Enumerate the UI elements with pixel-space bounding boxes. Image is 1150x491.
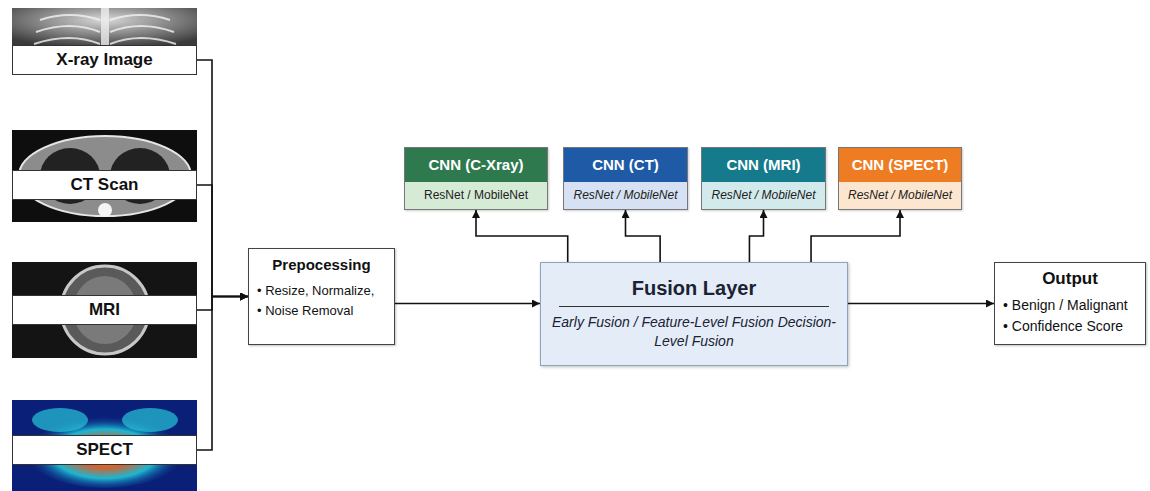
connector-arrow [811, 210, 900, 262]
modality-label: CT Scan [12, 170, 197, 200]
connector-arrow [848, 303, 994, 305]
ct-image [12, 130, 197, 222]
fusion-box: Fusion LayerEarly Fusion / Feature-Level… [540, 262, 848, 366]
xray-ground [12, 8, 197, 48]
spect-activity [122, 408, 178, 432]
connector-arrow [749, 210, 763, 262]
ct-ground [12, 130, 197, 222]
cnn-box: CNN (MRI)ResNet / MobileNet [701, 147, 826, 210]
xray-image [12, 8, 197, 48]
modality-label: X-ray Image [12, 45, 197, 75]
node-text: • Noise Removal [257, 301, 386, 321]
node-text: ResNet / MobileNet [405, 182, 547, 209]
node-title: Output [1003, 269, 1137, 289]
node-title: CT Scan [70, 175, 138, 195]
node-title: SPECT [76, 440, 133, 460]
connector-arrow [197, 297, 248, 311]
node-title: CNN (CT) [564, 148, 687, 182]
cnn-box: CNN (SPECT)ResNet / MobileNet [838, 147, 962, 210]
spect-ground [12, 400, 197, 491]
node-text: ResNet / MobileNet [702, 182, 825, 209]
spect-image [12, 400, 197, 491]
node-title: CNN (C-Xray) [405, 148, 547, 182]
connector-arrow [197, 297, 248, 451]
node-title: Prepocessing [257, 256, 386, 273]
connector-arrow [476, 210, 568, 262]
node-text: ResNet / MobileNet [564, 182, 687, 209]
connector-arrow [395, 303, 540, 305]
connector-arrow [626, 210, 661, 262]
mri-image [12, 262, 197, 358]
process-box: Prepocessing • Resize, Normalize,• Noise … [248, 248, 395, 345]
node-text: • Benign / Malignant [1003, 295, 1137, 316]
modality-label: MRI [12, 295, 197, 325]
spine [101, 8, 109, 48]
node-text: ResNet / MobileNet [839, 182, 961, 209]
node-title: CNN (MRI) [702, 148, 825, 182]
ct-spine [98, 203, 112, 217]
connector-arrow [197, 185, 248, 297]
node-title: MRI [89, 300, 120, 320]
connector-arrow [197, 60, 248, 297]
spect-activity [32, 408, 88, 432]
cnn-box: CNN (CT)ResNet / MobileNet [563, 147, 688, 210]
node-text: Early Fusion / Feature-Level Fusion Deci… [551, 313, 837, 351]
output-box: Output • Benign / Malignant• Confidence S… [994, 262, 1146, 345]
node-title: Fusion Layer [559, 277, 829, 307]
node-title: X-ray Image [56, 50, 152, 70]
node-text: • Confidence Score [1003, 316, 1137, 337]
modality-label: SPECT [12, 435, 197, 465]
mri-ground [12, 262, 197, 358]
node-title: CNN (SPECT) [839, 148, 961, 182]
cnn-box: CNN (C-Xray)ResNet / MobileNet [404, 147, 548, 210]
node-text: • Resize, Normalize, [257, 281, 386, 301]
